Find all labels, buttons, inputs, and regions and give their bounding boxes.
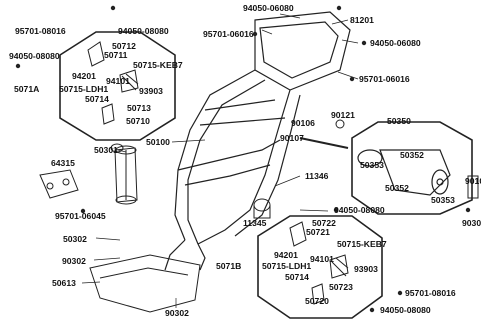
label-50710-a: 50710 [126, 116, 150, 126]
label-50722: 50722 [312, 218, 336, 228]
bracket-64315 [39, 169, 79, 199]
label-94050-08080-tl: 94050-08080 [118, 26, 169, 36]
label-50713-a: 50713 [127, 103, 151, 113]
bolt-icon [361, 40, 367, 46]
label-50714-b: 50714 [285, 272, 309, 282]
bolt-icon [15, 63, 21, 69]
label-64315: 64315 [51, 158, 75, 168]
label-94201-a: 94201 [72, 71, 96, 81]
bolt-icon [333, 207, 339, 213]
label-94101-b: 94101 [310, 254, 334, 264]
bolt-icon [252, 31, 258, 37]
callout-5071b-parts [289, 221, 349, 305]
label-5071b: 5071B [216, 261, 242, 271]
label-50714-a: 50714 [85, 94, 109, 104]
label-90302-a: 90302 [62, 256, 86, 266]
floor-pan-50613 [89, 254, 201, 313]
label-90302-b: 90302 [165, 308, 189, 318]
label-50350: 50350 [387, 116, 411, 126]
label-50301: 50301 [94, 145, 118, 155]
bolt-icon [80, 208, 86, 214]
label-93903-b: 93903 [354, 264, 378, 274]
bolt-icon [349, 76, 355, 82]
bolt-icon [465, 207, 471, 213]
callout-50350-outline [351, 121, 473, 215]
label-50302: 50302 [63, 234, 87, 244]
label-81201: 81201 [350, 15, 374, 25]
label-5071a: 5071A [14, 84, 40, 94]
label-50352-b: 50352 [385, 183, 409, 193]
label-50715-keb7-b: 50715-KEB7 [337, 239, 387, 249]
nut-90121 [335, 119, 345, 129]
steering-stem [114, 145, 138, 205]
label-95701-08016-br: 95701-08016 [405, 288, 456, 298]
callout-5071a-parts [87, 41, 139, 125]
label-94101-a: 94101 [106, 76, 130, 86]
label-50715-keb7-a: 50715-KEB7 [133, 60, 183, 70]
label-90107: 90107 [280, 133, 304, 143]
label-93903-a: 93903 [139, 86, 163, 96]
label-11345: 11345 [243, 218, 267, 228]
label-50720: 50720 [305, 296, 329, 306]
label-94050-08080-br: 94050-08080 [380, 305, 431, 315]
label-50100: 50100 [146, 137, 170, 147]
callout-5071b-outline [257, 215, 383, 319]
bolt-icon [369, 307, 375, 313]
label-94201-b: 94201 [274, 250, 298, 260]
bolt-icon [336, 5, 342, 11]
label-90121: 90121 [331, 110, 355, 120]
label-50353-a: 50353 [360, 160, 384, 170]
label-94050-08080-left: 94050-08080 [9, 51, 60, 61]
label-50715-ldh1-a: 50715-LDH1 [59, 84, 109, 94]
label-50715-ldh1-b: 50715-LDH1 [262, 261, 312, 271]
part-90100 [467, 175, 479, 199]
label-95701-06016-top: 95701-06016 [203, 29, 254, 39]
main-frame [164, 11, 351, 271]
label-95701-06016-mid: 95701-06016 [359, 74, 410, 84]
label-90106: 90106 [291, 118, 315, 128]
label-95701-08016-tl: 95701-08016 [15, 26, 66, 36]
label-50352-a: 50352 [400, 150, 424, 160]
label-90304: 90304 [462, 218, 481, 228]
bushing-50301 [110, 143, 124, 153]
label-50723: 50723 [329, 282, 353, 292]
label-50721: 50721 [306, 227, 330, 237]
bolt-90107 [299, 137, 349, 149]
label-95701-06045: 95701-06045 [55, 211, 106, 221]
label-50353-b: 50353 [431, 195, 455, 205]
label-90100: 90100 [465, 176, 481, 186]
label-50613: 50613 [52, 278, 76, 288]
label-50711-a: 50711 [104, 50, 128, 60]
label-94050-06080-right: 94050-06080 [370, 38, 421, 48]
bolt-icon [397, 290, 403, 296]
label-94050-08080-mid: 94050-08080 [334, 205, 385, 215]
sensor-11345 [253, 198, 271, 219]
label-94050-06080-top: 94050-06080 [243, 3, 294, 13]
label-11346: 11346 [305, 171, 329, 181]
callout-5071a-outline [59, 31, 176, 141]
label-50712-a: 50712 [112, 41, 136, 51]
bolt-icon [110, 5, 116, 11]
engine-hanger-50350 [357, 149, 451, 196]
